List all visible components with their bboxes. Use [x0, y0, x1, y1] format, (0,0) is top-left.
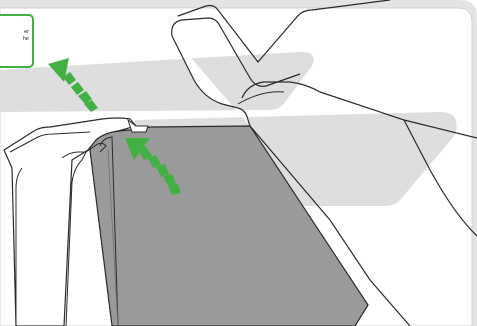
callout-box: er he: [0, 14, 34, 68]
hand-outline: [177, 0, 391, 63]
callout-text-line: er: [24, 29, 29, 35]
frame-edge: [15, 167, 23, 326]
left-frame: [3, 117, 137, 326]
hand-outline: [171, 35, 251, 127]
arrow-up-left-icon: [125, 138, 181, 195]
hand-outline: [241, 81, 477, 139]
wrist-outline: [403, 119, 477, 237]
background-band-top: [0, 51, 314, 112]
arrow-up-left-icon: [48, 58, 98, 112]
gray-panel-edge: [99, 136, 119, 326]
hand-outline: [171, 17, 301, 87]
callout-text-line: he: [22, 35, 29, 42]
wrist-outline: [249, 125, 411, 326]
frame-edge: [9, 131, 91, 153]
latch-tab: [127, 118, 149, 133]
frame-edge: [61, 151, 87, 326]
hand-outline: [237, 91, 285, 105]
gray-panel-edge: [107, 149, 119, 326]
frame-edge: [85, 142, 107, 153]
